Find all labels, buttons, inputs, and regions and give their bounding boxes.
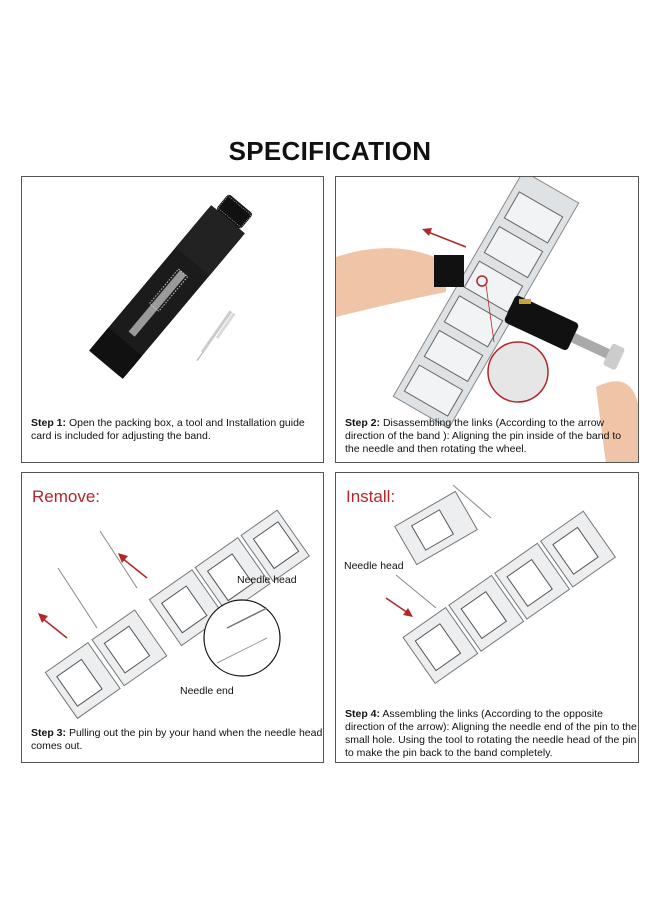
step2-text: Disassembling the links (According to th… [345, 417, 622, 455]
step1-text: Open the packing box, a tool and Install… [31, 417, 305, 442]
step4-text: Assembling the links (According to the o… [345, 708, 637, 759]
needle-end-label: Needle end [180, 685, 234, 697]
needle-head-label: Needle head [344, 560, 404, 572]
step1-caption: Step 1: Open the packing box, a tool and… [31, 417, 321, 443]
needle-head-label: Needle head [237, 574, 297, 586]
step1-panel: Step 1: Open the packing box, a tool and… [21, 176, 324, 463]
install-heading: Install: [346, 487, 396, 506]
step3-text: Pulling out the pin by your hand when th… [31, 727, 323, 752]
step3-label: Step 3: [31, 727, 67, 739]
band-removal-diagram [38, 509, 310, 720]
hand-tool-band-image [336, 177, 638, 462]
remove-heading: Remove: [32, 487, 101, 506]
step4-caption: Step 4: Assembling the links (According … [345, 708, 637, 760]
step2-caption: Step 2: Disassembling the links (Accordi… [345, 417, 637, 456]
step4-label: Step 4: [345, 708, 381, 720]
band-install-diagram [385, 484, 617, 684]
page-title: SPECIFICATION [228, 136, 432, 166]
step4-panel: Install: Needle head Step 4: [335, 472, 639, 763]
step2-label: Step 2: [345, 417, 381, 429]
step3-panel: Remove: Needle head [21, 472, 324, 763]
step2-panel: Step 2: Disassembling the links (Accordi… [335, 176, 639, 463]
watch-tool-image [89, 194, 252, 379]
step1-label: Step 1: [31, 417, 67, 429]
step3-caption: Step 3: Pulling out the pin by your hand… [31, 727, 323, 753]
